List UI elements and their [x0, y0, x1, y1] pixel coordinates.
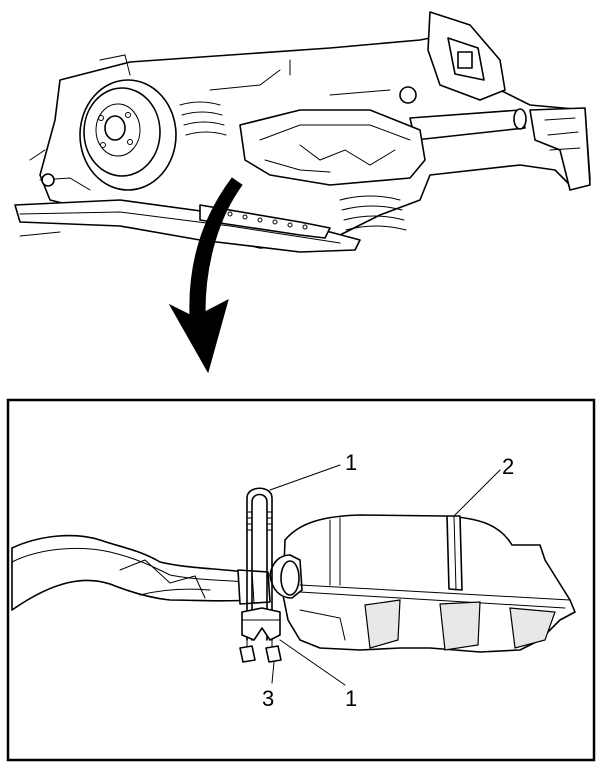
callout-clamp-top: 1 [345, 450, 357, 475]
muffler-strap [446, 515, 463, 591]
callout-strap: 2 [502, 454, 514, 479]
curved-arrow [168, 177, 243, 374]
brake-drum [79, 79, 177, 191]
u-bolt-clamp [241, 487, 281, 641]
detail-view [11, 464, 576, 686]
coil-spring-right [339, 195, 407, 231]
vehicle-underbody-overview [14, 11, 591, 374]
callout-clamp-bottom: 1 [345, 686, 357, 711]
clamp-nuts [239, 639, 282, 663]
muffler [269, 514, 576, 653]
coil-spring-left [179, 101, 227, 136]
callout-fastener: 3 [262, 686, 274, 711]
